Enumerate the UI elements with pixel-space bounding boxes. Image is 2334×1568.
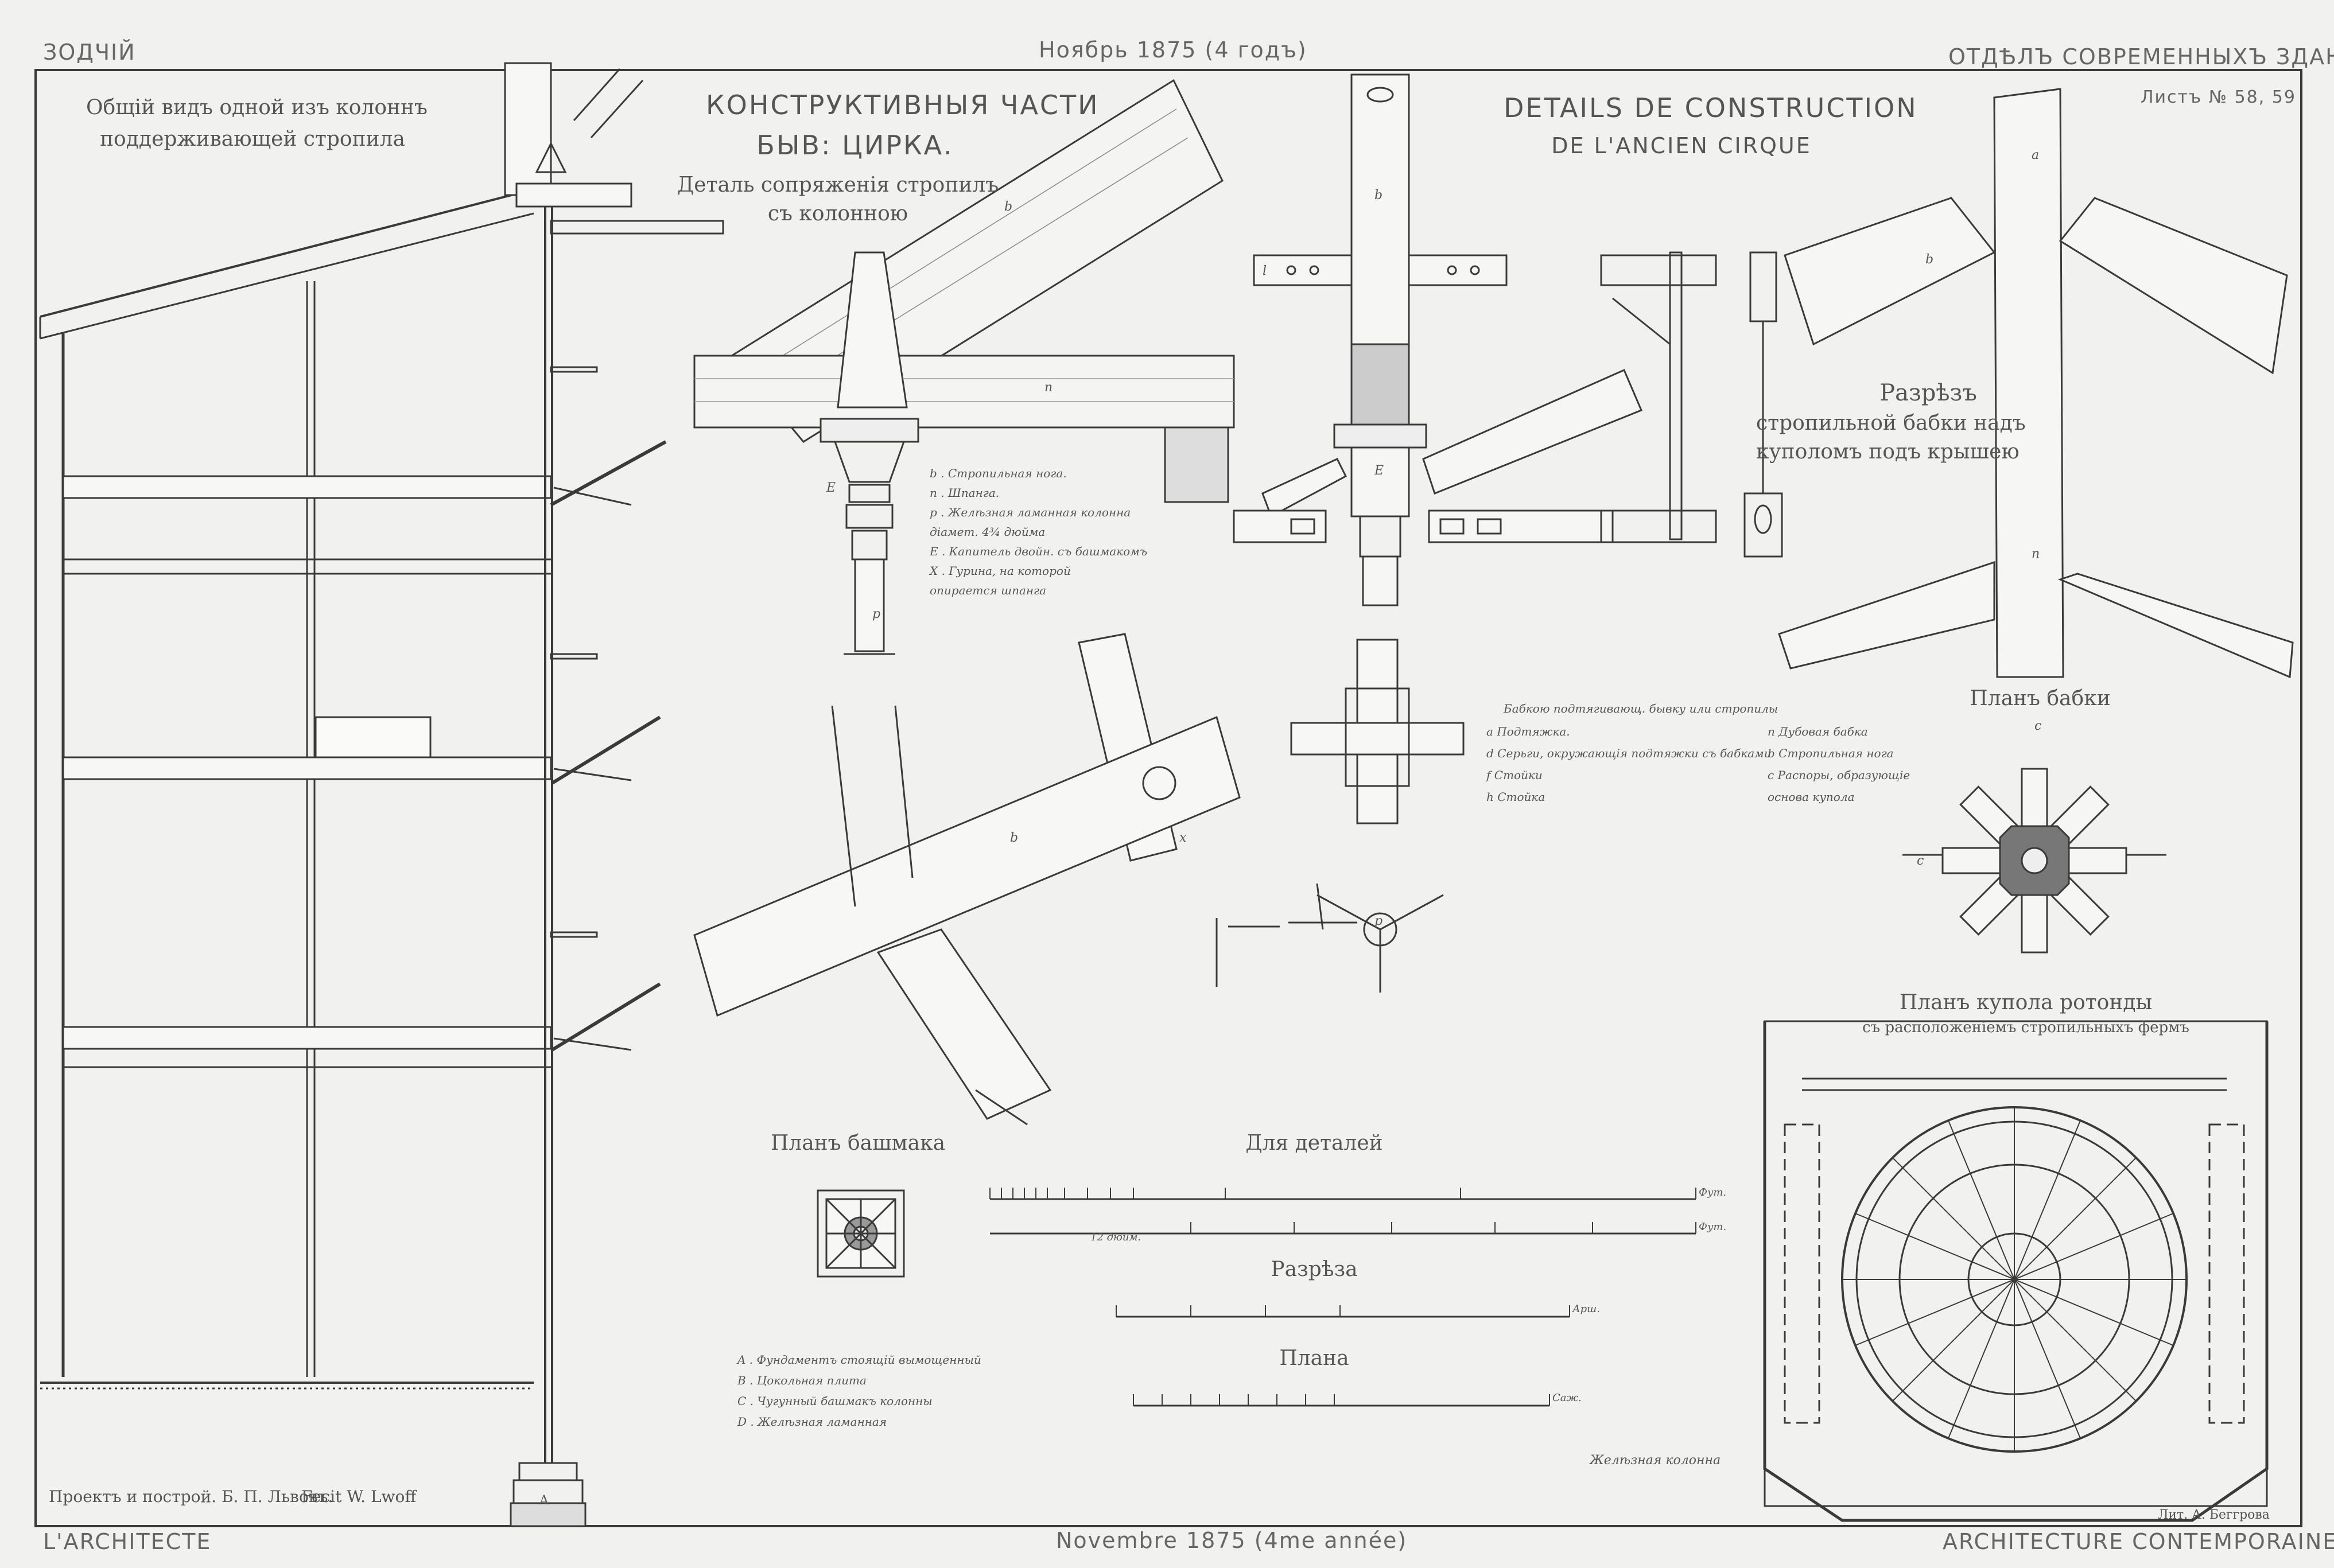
marker-a: a <box>2032 148 2040 162</box>
caption-section-3: куполомъ подъ крышею <box>1756 440 2020 464</box>
legend-right: n Дубовая бабка b Стропильная нога c Рас… <box>1768 726 1910 813</box>
scale-label-arsh: Арш. <box>1572 1303 1600 1315</box>
legend-joint-line: p . Желѣзная ламанная колонна <box>930 505 1131 519</box>
tie-rod-detail <box>1600 251 1783 558</box>
marker-A: A <box>539 1493 549 1508</box>
marker-E2: E <box>1374 464 1384 478</box>
caption-section-1: Разрѣзъ <box>1879 380 1977 406</box>
marker-x: x <box>1179 831 1187 845</box>
legend-shoe-line: B . Цокольная плита <box>737 1374 867 1387</box>
caption-column-view-2: поддерживающей стропила <box>100 127 405 151</box>
caption-plan-headstock: Планъ бабки <box>1970 687 2111 710</box>
caption-joint-2: съ колонною <box>767 202 908 225</box>
scale-label-sazh: Саж. <box>1552 1392 1582 1404</box>
legend-center: a Подтяжка. d Серьги, окружающія подтяжк… <box>1486 726 1772 813</box>
title-ru-line2: БЫВ: ЦИРКА. <box>756 130 954 161</box>
scale-label-inches: 12 дюйм. <box>1090 1231 1141 1243</box>
title-ru-line1: КОНСТРУКТИВНЫЯ ЧАСТИ <box>706 90 1100 120</box>
scale-label-feet2: Фут. <box>1699 1221 1727 1233</box>
marker-c2: c <box>1917 854 1924 868</box>
legend-center-line: d Серьги, окружающія подтяжки съ бабками <box>1486 746 1772 760</box>
dome-plan <box>1763 1020 2269 1522</box>
legend-center-line: h Стойка <box>1486 790 1545 804</box>
marker-b2: b <box>1374 188 1383 203</box>
legend-joint-line: b . Стропильная нога. <box>930 466 1067 480</box>
marker-b: b <box>1004 200 1013 214</box>
marker-b3: b <box>1925 252 1934 267</box>
caption-scale-details: Для деталей <box>1245 1131 1383 1155</box>
title-fr-line2: DE L'ANCIEN CIRQUE <box>1551 133 1812 158</box>
caption-scale-plan: Плана <box>1279 1347 1349 1370</box>
legend-center-line: a Подтяжка. <box>1486 725 1570 738</box>
marker-E: E <box>826 481 836 495</box>
title-fr-line1: DETAILS DE CONSTRUCTION <box>1504 92 1918 123</box>
marker-c: c <box>2034 719 2042 733</box>
section-fr: ARCHITECTURE CONTEMPORAINE <box>1943 1529 2334 1554</box>
marker-n2: n <box>2032 547 2040 561</box>
date-fr: Novembre 1875 (4me année) <box>1056 1528 1408 1553</box>
legend-right-line: n Дубовая бабка <box>1768 725 1868 738</box>
legend-center-title: Бабкою подтягивающ. бывку или стропилы <box>1504 702 1778 715</box>
caption-section-2: стропильной бабки надъ <box>1756 411 2026 435</box>
caption-joint-1: Деталь сопряженія стропилъ <box>677 173 999 197</box>
headstock-detail <box>1233 73 1642 606</box>
rafter-joint-detail <box>693 79 1235 655</box>
caption-column-view-1: Общій видъ одной изъ колоннъ <box>86 96 428 119</box>
marker-p: p <box>872 607 881 621</box>
marker-p2: p <box>1374 914 1383 928</box>
legend-right-line: основа купола <box>1768 790 1855 804</box>
legend-right-line: b Стропильная нога <box>1768 746 1894 760</box>
scale-label-feet: Фут. <box>1699 1186 1727 1199</box>
plate-frame <box>34 69 2302 1527</box>
caption-scale-section: Разрѣза <box>1271 1258 1358 1281</box>
marker-n: n <box>1044 380 1053 395</box>
building-section <box>39 62 724 1527</box>
legend-joint-line: n . Шпанга. <box>930 486 1000 500</box>
legend-shoe-line: C . Чугунный башмакъ колонны <box>737 1394 933 1408</box>
headstock-plan <box>1902 768 2166 954</box>
caption-shoe-plan: Планъ башмака <box>770 1131 946 1155</box>
legend-joint-line: X . Гурина, на которой <box>930 564 1071 578</box>
lithographer: Лит. А. Беггрова <box>2158 1508 2270 1522</box>
headstock-section <box>1778 88 2294 679</box>
iron-column-note: Желѣзная колонна <box>1590 1453 1721 1468</box>
legend-joint-line: діамет. 4¾ дюйма <box>930 525 1046 539</box>
journal-title-ru: ЗОДЧІЙ <box>43 40 136 65</box>
marker-b4: b <box>1010 831 1019 845</box>
shoe-diagram <box>693 633 1241 1126</box>
legend-joint-line: опирается шпанга <box>930 583 1047 597</box>
marker-l: l <box>1263 264 1267 278</box>
legend-joint: b . Стропильная нога. n . Шпанга. p . Же… <box>930 468 1147 604</box>
architect-fr: Fecit W. Lwoff <box>301 1487 417 1506</box>
column-joint <box>1215 639 1465 993</box>
section-ru: ОТДѢЛЪ СОВРЕМЕННЫХЪ ЗДАНІЙ <box>1948 44 2334 69</box>
caption-dome-plan-1: Планъ купола ротонды <box>1899 991 2153 1014</box>
legend-center-line: f Стойки <box>1486 768 1543 782</box>
date-ru: Ноябрь 1875 (4 годъ) <box>1039 37 1307 63</box>
legend-right-line: c Распоры, образующіе <box>1768 768 1910 782</box>
scale-bars <box>989 1188 1696 1407</box>
legend-joint-line: E . Капитель двойн. съ башмакомъ <box>930 544 1148 558</box>
legend-shoe-line: A . Фундаментъ стоящій вымощенный <box>737 1353 981 1367</box>
sheet-number: Листъ № 58, 59 <box>2141 87 2296 107</box>
legend-shoe-line: D . Желѣзная ламанная <box>737 1415 887 1429</box>
caption-dome-plan-2: съ расположеніемъ стропильныхъ фермъ <box>1862 1019 2189 1036</box>
architect-ru: Проектъ и построй. Б. П. Львовъ. <box>49 1487 333 1506</box>
journal-fr: L'ARCHITECTE <box>43 1529 212 1554</box>
shoe-plan-square <box>817 1189 905 1278</box>
legend-shoe: A . Фундаментъ стоящій вымощенный B . Цо… <box>737 1354 981 1437</box>
